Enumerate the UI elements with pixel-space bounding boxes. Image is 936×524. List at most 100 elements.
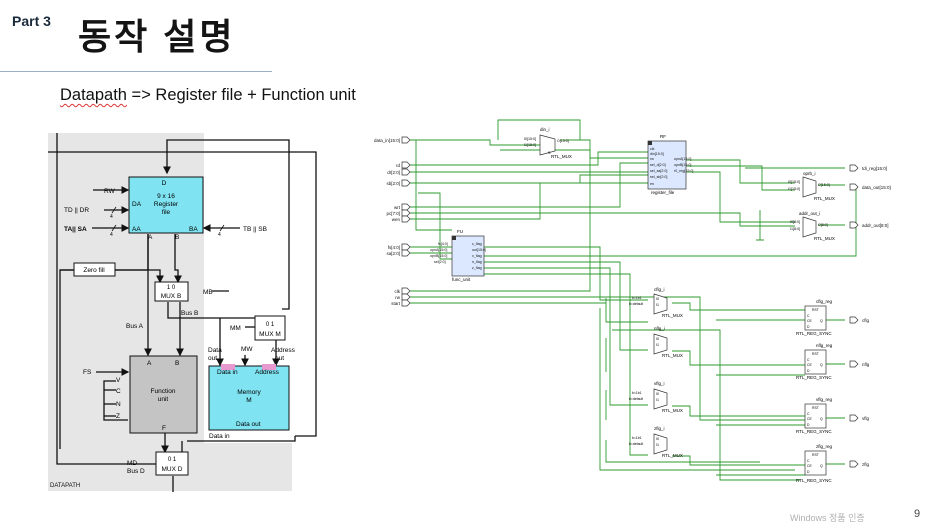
fu-b: B (175, 360, 179, 367)
activation-watermark: Windows 정품 인증 (790, 513, 865, 523)
flag-mux-n: nflg_i I0 I1 RTL_MUX (653, 326, 683, 358)
data-out-top-1: Data (208, 347, 222, 354)
input-clk: clk (395, 289, 401, 294)
rf-in-sel-d: sel_d[2:0] (650, 163, 666, 167)
svg-text:D: D (807, 470, 810, 474)
din-mux-type: RTL_MUX (551, 154, 572, 159)
input-fs: fs[4:0] (388, 245, 400, 250)
svg-text:RTL_MUX: RTL_MUX (662, 313, 683, 318)
function-unit-block (129, 355, 198, 434)
svg-text:Q: Q (820, 319, 823, 323)
bus-width-aa: 4 (110, 232, 113, 238)
mux-m-ctrl: MM (230, 325, 241, 332)
input-sb: sb[2:0] (386, 181, 400, 186)
svg-text:b=default: b=default (629, 442, 643, 446)
mux-m-name: MUX M (259, 331, 281, 338)
svg-text:I0: I0 (656, 392, 659, 396)
flag-mux-c: cflg_i b=1b1 b=default I0 I1 RTL_MUX (629, 287, 683, 318)
rf-in-en: en (650, 182, 654, 186)
memory-line1: Memory (237, 389, 261, 396)
svg-text:C: C (807, 412, 810, 416)
address-top-2: out (275, 355, 284, 362)
input-wrt: wrt (394, 205, 401, 210)
fu-out-v: v_flag (472, 254, 482, 258)
input-wen: wen (392, 217, 401, 222)
page-title: 동작 설명 (78, 16, 236, 57)
flag-c: C (116, 388, 121, 395)
flag-z: Z (116, 413, 120, 420)
bus-a-label: Bus A (126, 323, 144, 330)
input-start: start (391, 301, 401, 306)
addr-mux-type: RTL_MUX (814, 236, 835, 241)
svg-text:b=1b1: b=1b1 (632, 436, 642, 440)
input-pc: pc[7:0] (386, 211, 400, 216)
ta-sa-label: TA|| SA (64, 226, 87, 233)
rf-in-rw: rw (650, 157, 654, 161)
output-data-out: data_out[15:0] (862, 185, 891, 190)
svg-text:b=default: b=default (629, 397, 643, 401)
regfile-ba: BA (189, 226, 198, 233)
td-dr-label: TD || DR (64, 207, 89, 214)
regfile-a: A (148, 234, 153, 241)
address-top-1: Address (271, 347, 296, 354)
svg-text:RST: RST (812, 308, 819, 312)
regfile-line1: 9 x 16 (157, 193, 175, 200)
bus-width-da: 4 (110, 214, 113, 220)
svg-text:nflg_reg: nflg_reg (816, 343, 833, 348)
mux-m-bits: 0 1 (266, 322, 275, 328)
memory-address: Address (255, 369, 280, 376)
output-zflg: zflg (862, 462, 870, 467)
zero-fill-block (73, 262, 116, 277)
svg-text:RTL_MUX: RTL_MUX (662, 353, 683, 358)
svg-text:CE: CE (807, 363, 812, 367)
oprb-mux-type: RTL_MUX (814, 196, 835, 201)
rf-in-sel-sa: sel_sa[2:0] (650, 169, 667, 173)
fu-line1: Function (151, 388, 176, 395)
svg-text:RST: RST (812, 453, 819, 457)
svg-text:RST: RST (812, 352, 819, 356)
input-sa: sa[2:0] (386, 251, 400, 256)
mux-d-ctrl-busd: Bus D (127, 468, 145, 475)
input-data-in: data_in[15:0] (374, 138, 400, 143)
addr-mux: addr_out_i I0[8:0] I1[8:0] O[8:0] RTL_MU… (790, 211, 835, 241)
mux-d-block (155, 451, 189, 476)
fu-out-n: n_flag (472, 260, 482, 264)
fu-line2: unit (158, 396, 169, 403)
rf-out-opna: opnA[15:0] (674, 157, 691, 161)
svg-text:b=1b1: b=1b1 (632, 296, 642, 300)
svg-text:D: D (807, 423, 810, 427)
fu-type: func_unit (452, 277, 471, 282)
fs-label: FS (83, 369, 92, 376)
oprb-mux: oprb_i I0[15:0] I1[15:0] O[15:0] RTL_MUX (788, 171, 835, 201)
bus-width-ba: 4 (218, 232, 221, 238)
svg-text:C: C (807, 459, 810, 463)
title-rule (0, 71, 272, 72)
memory-data-in: Data in (217, 369, 238, 376)
regfile-b: B (175, 234, 179, 241)
tb-sb-label: TB || SB (243, 226, 267, 233)
subtitle: Datapath => Register file + Function uni… (60, 86, 356, 105)
fu-in-opnb: opnB[15:0] (430, 254, 447, 258)
rf-in-sel-sb: sel_sb[2:0] (650, 175, 667, 179)
svg-text:zflg_i: zflg_i (654, 426, 665, 431)
mux-m-block (254, 315, 286, 341)
regfile-da: DA (132, 201, 142, 208)
rw-label: RW (104, 188, 116, 195)
svg-text:zflg_reg: zflg_reg (816, 444, 833, 449)
addr-mux-in1: I0[8:0] (790, 220, 800, 224)
flag-n: N (116, 401, 121, 408)
page-number: 9 (914, 508, 921, 520)
fu-block: FU fs[4:0] opnA[15:0] opnB[15:0] sel[2:0… (430, 229, 486, 282)
fu-out-c: c_flag (472, 242, 482, 246)
input-ports (401, 136, 411, 307)
svg-text:C: C (807, 314, 810, 318)
fu-a: A (147, 360, 152, 367)
svg-text:RTL_MUX: RTL_MUX (662, 453, 683, 458)
data-in-bottom: Data in (209, 433, 230, 440)
rf-type: register_file (651, 190, 675, 195)
regfile-line3: file (162, 209, 171, 216)
datapath-label: DATAPATH (50, 483, 80, 489)
svg-text:C: C (807, 358, 810, 362)
